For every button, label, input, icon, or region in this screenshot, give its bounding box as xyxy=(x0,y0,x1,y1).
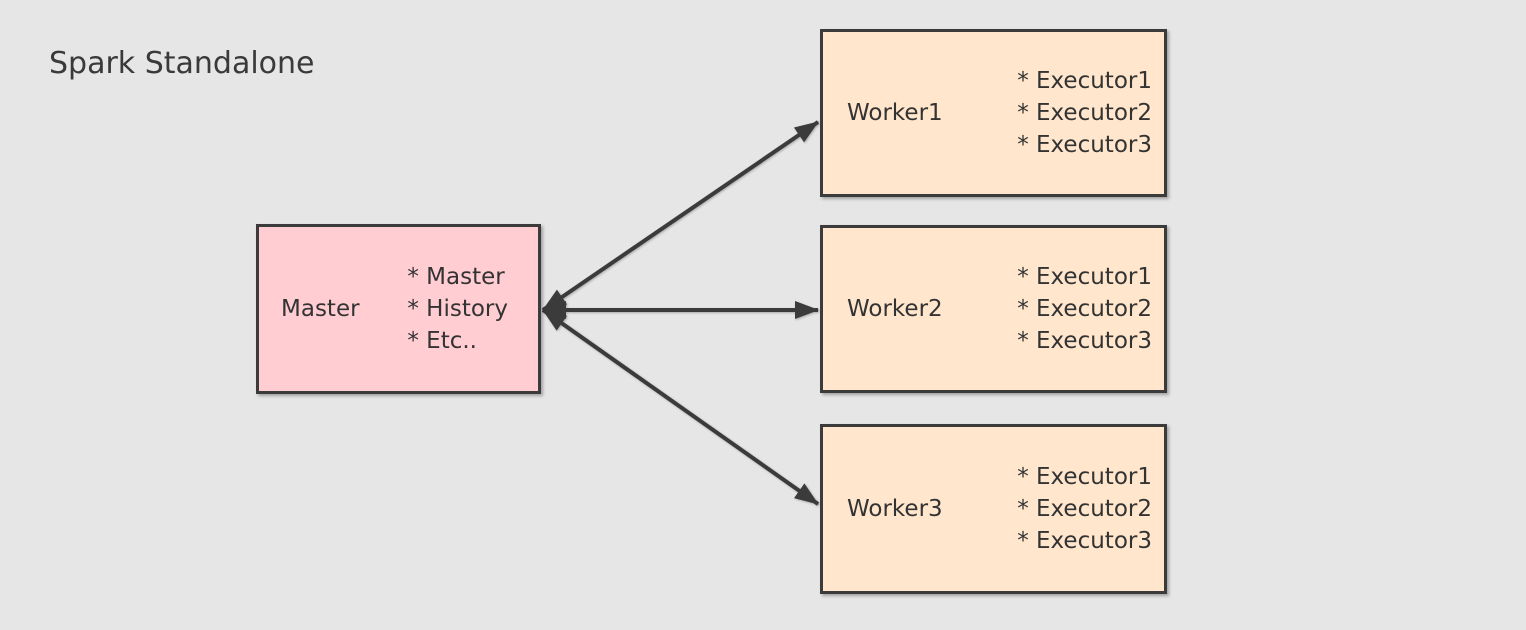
list-item: * Executor3 xyxy=(1017,528,1152,554)
diagram-title: Spark Standalone xyxy=(49,46,315,81)
list-item: * Executor2 xyxy=(1017,296,1152,322)
node-worker1: Worker1 * Executor1 * Executor2 * Execut… xyxy=(820,29,1167,197)
node-master-list: * Master * History * Etc.. xyxy=(407,261,508,357)
list-item: * Executor1 xyxy=(1017,68,1152,94)
node-worker1-list: * Executor1 * Executor2 * Executor3 xyxy=(1017,65,1152,161)
node-worker2-label: Worker2 xyxy=(847,296,943,322)
node-worker3-list: * Executor1 * Executor2 * Executor3 xyxy=(1017,461,1152,557)
list-item: * Executor3 xyxy=(1017,132,1152,158)
node-worker1-label: Worker1 xyxy=(847,100,943,126)
list-item: * Master xyxy=(407,264,505,290)
node-worker2: Worker2 * Executor1 * Executor2 * Execut… xyxy=(820,225,1167,393)
list-item: * Executor1 xyxy=(1017,264,1152,290)
list-item: * Executor2 xyxy=(1017,496,1152,522)
node-worker3-label: Worker3 xyxy=(847,496,943,522)
edge-master-worker3 xyxy=(541,308,820,506)
node-worker3: Worker3 * Executor1 * Executor2 * Execut… xyxy=(820,424,1167,594)
node-master-label: Master xyxy=(281,296,360,322)
list-item: * Executor2 xyxy=(1017,100,1152,126)
list-item: * Executor1 xyxy=(1017,464,1152,490)
node-worker2-list: * Executor1 * Executor2 * Executor3 xyxy=(1017,261,1152,357)
edge-master-worker1 xyxy=(541,120,820,312)
list-item: * Executor3 xyxy=(1017,328,1152,354)
node-master: Master * Master * History * Etc.. xyxy=(256,224,541,394)
list-item: * Etc.. xyxy=(407,328,477,354)
list-item: * History xyxy=(407,296,508,322)
